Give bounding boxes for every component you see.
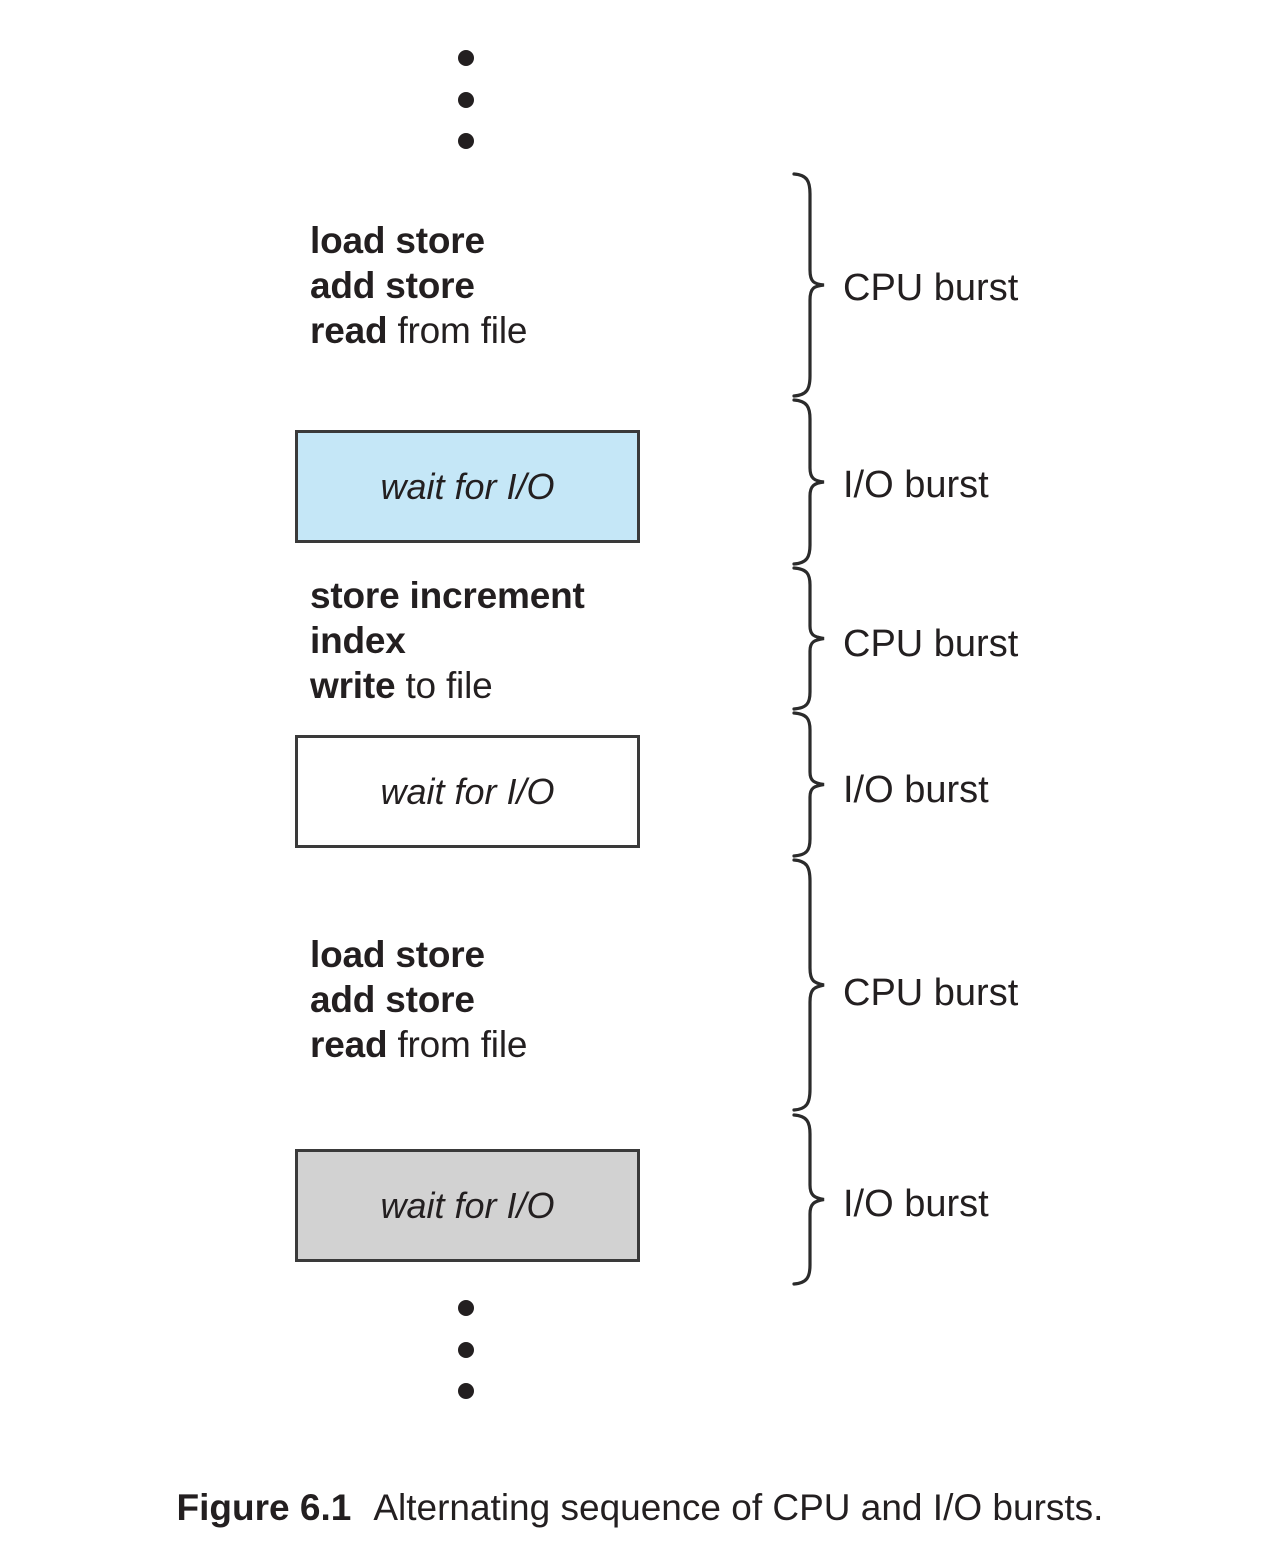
instruction-regular: from file bbox=[387, 1024, 528, 1065]
brace-icon-cpu-burst-3 bbox=[790, 858, 835, 1113]
instruction-line: write to file bbox=[310, 663, 585, 708]
burst-label-cpu-3: CPU burst bbox=[843, 972, 1019, 1014]
burst-label-io-3: I/O burst bbox=[843, 1183, 989, 1225]
ellipsis-dot bbox=[458, 50, 474, 66]
ellipsis-dot bbox=[458, 1342, 474, 1358]
instruction-bold: load store bbox=[310, 220, 485, 261]
io-wait-label: wait for I/O bbox=[380, 770, 555, 812]
instruction-bold: read bbox=[310, 1024, 388, 1065]
instruction-bold: add store bbox=[310, 265, 475, 306]
brace-icon-cpu-burst-1 bbox=[790, 172, 835, 398]
figure-number: Figure 6.1 bbox=[176, 1487, 352, 1528]
burst-label-io-2: I/O burst bbox=[843, 769, 989, 811]
instruction-line: add store bbox=[310, 977, 527, 1022]
instruction-line: add store bbox=[310, 263, 527, 308]
instruction-bold: write bbox=[310, 665, 396, 706]
io-wait-box-2: wait for I/O bbox=[295, 735, 640, 848]
figure-caption: Figure 6.1 Alternating sequence of CPU an… bbox=[0, 1487, 1280, 1529]
brace-icon-io-burst-1 bbox=[790, 398, 835, 566]
instruction-bold: load store bbox=[310, 934, 485, 975]
instruction-regular: to file bbox=[395, 665, 493, 706]
instruction-bold: read bbox=[310, 310, 388, 351]
io-wait-label: wait for I/O bbox=[380, 465, 555, 507]
cpu-instructions-1: load store add store read from file bbox=[310, 218, 527, 353]
burst-label-cpu-2: CPU burst bbox=[843, 623, 1019, 665]
brace-icon-cpu-burst-2 bbox=[790, 566, 835, 711]
instruction-line: read from file bbox=[310, 308, 527, 353]
instruction-line: load store bbox=[310, 932, 527, 977]
brace-icon-io-burst-2 bbox=[790, 711, 835, 858]
instruction-line: read from file bbox=[310, 1022, 527, 1067]
instruction-line: load store bbox=[310, 218, 527, 263]
instruction-line: index bbox=[310, 618, 585, 663]
io-wait-box-1: wait for I/O bbox=[295, 430, 640, 543]
brace-icon-io-burst-3 bbox=[790, 1113, 835, 1286]
io-wait-label: wait for I/O bbox=[380, 1184, 555, 1226]
burst-label-cpu-1: CPU burst bbox=[843, 267, 1019, 309]
io-wait-box-3: wait for I/O bbox=[295, 1149, 640, 1262]
burst-label-io-1: I/O burst bbox=[843, 464, 989, 506]
ellipsis-dot bbox=[458, 1383, 474, 1399]
instruction-bold: store increment bbox=[310, 575, 585, 616]
ellipsis-dot bbox=[458, 92, 474, 108]
instruction-line: store increment bbox=[310, 573, 585, 618]
ellipsis-dot bbox=[458, 133, 474, 149]
cpu-instructions-3: load store add store read from file bbox=[310, 932, 527, 1067]
figure-caption-text: Alternating sequence of CPU and I/O burs… bbox=[373, 1487, 1104, 1528]
instruction-regular: from file bbox=[387, 310, 528, 351]
instruction-bold: index bbox=[310, 620, 406, 661]
cpu-instructions-2: store increment index write to file bbox=[310, 573, 585, 708]
instruction-bold: add store bbox=[310, 979, 475, 1020]
ellipsis-dot bbox=[458, 1300, 474, 1316]
